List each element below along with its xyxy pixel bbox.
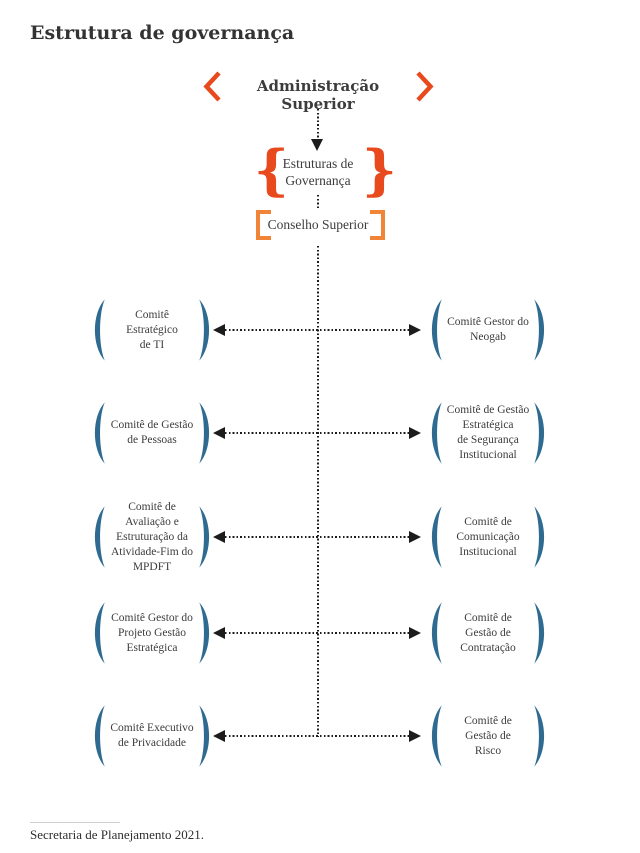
arrowhead-left-icon: [213, 324, 225, 336]
bracket-right-icon: [370, 210, 385, 240]
paren-left-icon: [431, 299, 442, 361]
row-connector-line: [225, 735, 409, 737]
paren-right-icon: [534, 705, 545, 767]
committee-node-right-2: Comitê de Gestão Estratégica de Seguranç…: [428, 393, 548, 473]
brace-left-icon: {: [254, 138, 289, 202]
row-connector-line: [225, 329, 409, 331]
arrowhead-right-icon: [409, 627, 421, 639]
committee-label: Comitê Gestor do Neogab: [447, 316, 529, 343]
committee-node-right-3: Comitê de Comunicação Institucional: [428, 497, 548, 577]
committee-label: Comitê de Gestão de Risco: [464, 714, 512, 757]
dotted-connector-vertical: [317, 195, 319, 209]
top-node-label: Administração Superior: [256, 77, 380, 113]
paren-right-icon: [534, 402, 545, 464]
committee-label: Comitê de Gestão Estratégica de Seguranç…: [446, 404, 530, 461]
paren-right-icon: [199, 299, 210, 361]
committee-label: Comitê Gestor do Projeto Gestão Estratég…: [111, 611, 193, 654]
paren-left-icon: [94, 705, 105, 767]
arrowhead-left-icon: [213, 627, 225, 639]
committee-label: Comitê de Gestão de Contratação: [460, 611, 516, 654]
footer-source: Secretaria de Planejamento 2021.: [30, 827, 204, 842]
arrowhead-right-icon: [409, 531, 421, 543]
committee-node-right-5: Comitê de Gestão de Risco: [428, 696, 548, 776]
committee-node-left-1: Comitê Estratégico de TI: [91, 290, 213, 370]
committee-node-right-1: Comitê Gestor do Neogab: [428, 290, 548, 370]
committee-label: Comitê de Avaliação e Estruturação da At…: [110, 500, 194, 573]
paren-right-icon: [199, 602, 210, 664]
paren-right-icon: [199, 402, 210, 464]
arrowhead-left-icon: [213, 531, 225, 543]
arrowhead-right-icon: [409, 427, 421, 439]
chevron-right-icon: [416, 71, 434, 102]
paren-left-icon: [94, 506, 105, 568]
committee-node-right-4: Comitê de Gestão de Contratação: [428, 593, 548, 673]
committee-node-left-2: Comitê de Gestão de Pessoas: [91, 393, 213, 473]
footer-rule: [30, 822, 120, 823]
bracket-left-icon: [256, 210, 271, 240]
paren-left-icon: [94, 402, 105, 464]
committee-label: Comitê de Gestão de Pessoas: [110, 419, 194, 446]
paren-right-icon: [199, 506, 210, 568]
paren-right-icon: [534, 299, 545, 361]
committee-node-left-4: Comitê Gestor do Projeto Gestão Estratég…: [91, 593, 213, 673]
committee-label: Comitê Estratégico de TI: [126, 308, 178, 351]
row-connector-line: [225, 632, 409, 634]
council-node-label: Conselho Superior: [267, 217, 369, 232]
paren-left-icon: [431, 402, 442, 464]
governance-node-label: Estruturas de Governança: [282, 156, 354, 188]
committee-label: Comitê de Comunicação Institucional: [456, 515, 520, 558]
paren-left-icon: [431, 602, 442, 664]
paren-right-icon: [199, 705, 210, 767]
committee-node-left-3: Comitê de Avaliação e Estruturação da At…: [91, 497, 213, 577]
arrowhead-right-icon: [409, 730, 421, 742]
row-connector-line: [225, 536, 409, 538]
dotted-connector-vertical: [317, 109, 319, 139]
committee-node-left-5: Comitê Executivo de Privacidade: [91, 696, 213, 776]
paren-left-icon: [94, 299, 105, 361]
chevron-left-icon: [203, 71, 221, 102]
arrowhead-left-icon: [213, 427, 225, 439]
arrowhead-left-icon: [213, 730, 225, 742]
page-title: Estrutura de governança: [30, 22, 295, 44]
row-connector-line: [225, 432, 409, 434]
central-dotted-spine: [317, 246, 319, 737]
paren-right-icon: [534, 602, 545, 664]
paren-left-icon: [431, 506, 442, 568]
paren-left-icon: [431, 705, 442, 767]
committee-label: Comitê Executivo de Privacidade: [110, 722, 194, 749]
paren-right-icon: [534, 506, 545, 568]
brace-right-icon: }: [362, 138, 397, 202]
paren-left-icon: [94, 602, 105, 664]
arrowhead-right-icon: [409, 324, 421, 336]
arrowhead-down-icon: [311, 139, 323, 151]
